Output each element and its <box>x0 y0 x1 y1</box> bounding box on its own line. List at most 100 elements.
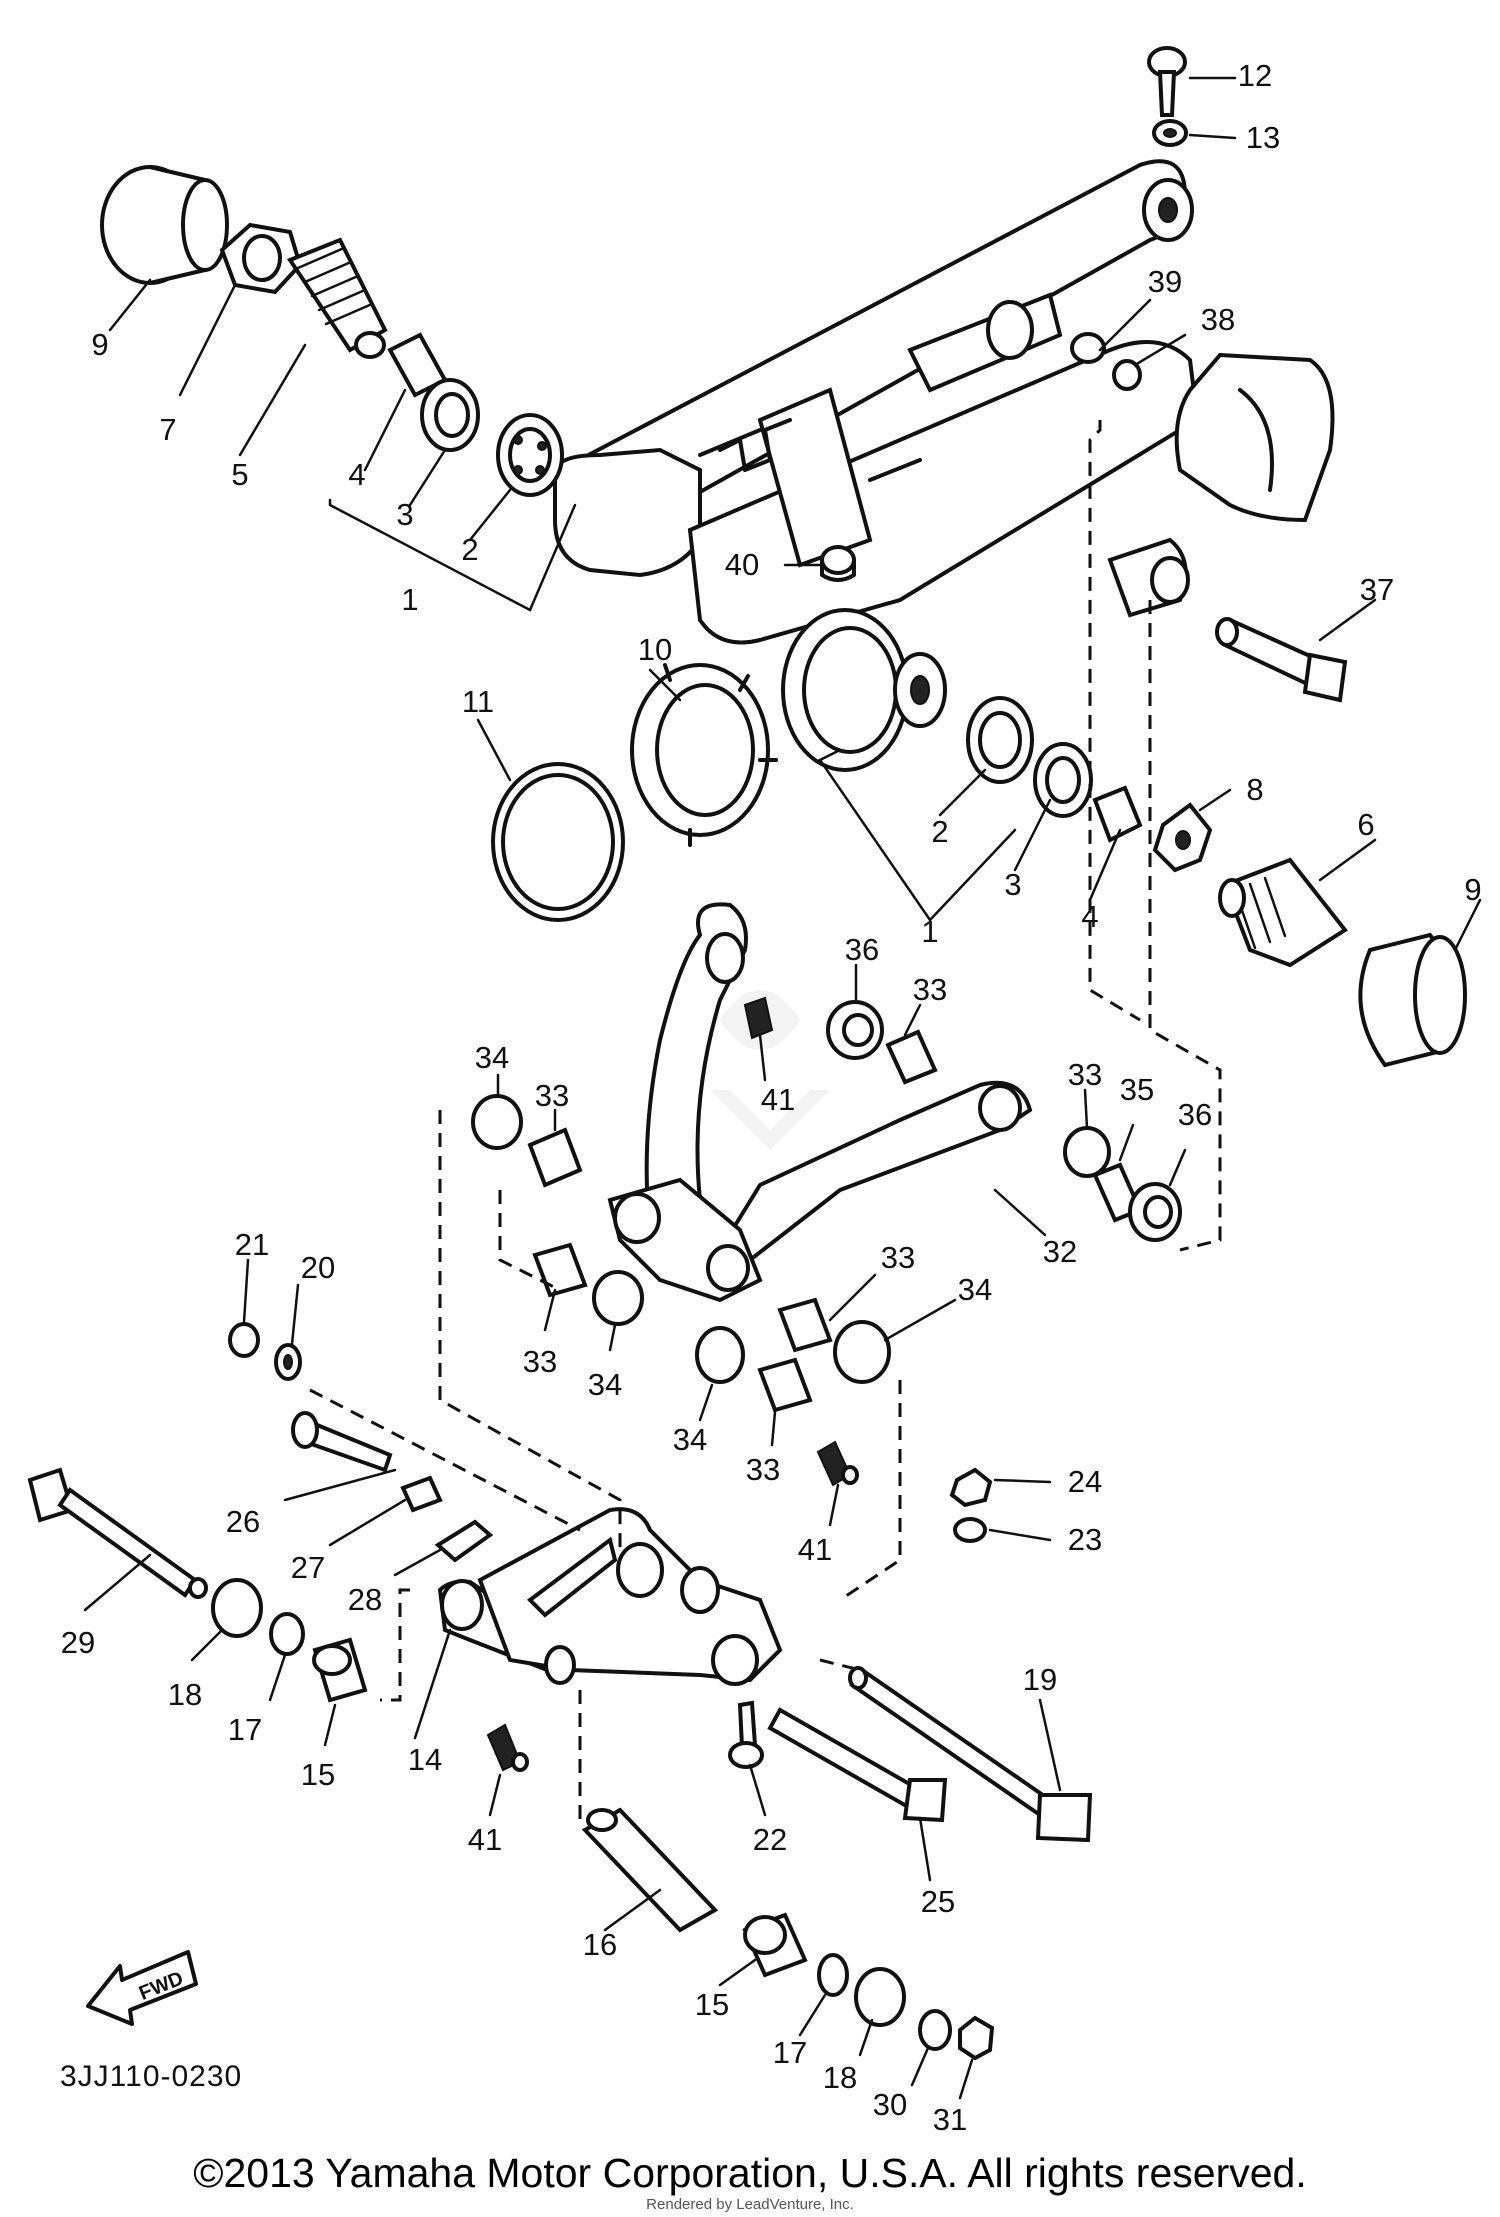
callout-18: 18 <box>168 1677 202 1712</box>
callout-24: 24 <box>1068 1464 1102 1499</box>
callout-34: 34 <box>588 1367 622 1402</box>
callout-34: 34 <box>958 1272 992 1307</box>
render-credit: Rendered by LeadVenture, Inc. <box>646 2196 854 2213</box>
callout-9: 9 <box>91 327 108 362</box>
bolt-25 <box>767 1707 948 1823</box>
bushing-36-right <box>1128 1182 1182 1242</box>
washer-23 <box>953 1517 987 1543</box>
collar-4-lower <box>1092 785 1143 843</box>
callout-3: 3 <box>396 497 413 532</box>
bolt-19 <box>848 1666 1093 1843</box>
callout-33: 33 <box>523 1344 557 1379</box>
callout-9: 9 <box>1464 872 1481 907</box>
callout-15: 15 <box>695 1987 729 2022</box>
nut-7 <box>219 222 303 295</box>
callout-27: 27 <box>291 1550 325 1585</box>
callout-37: 37 <box>1360 572 1394 607</box>
pivot-shaft-6 <box>1218 857 1348 968</box>
callout-4: 4 <box>1081 899 1098 934</box>
callout-35: 35 <box>1120 1072 1154 1107</box>
bearing-2-lower <box>966 696 1034 784</box>
callout-28: 28 <box>348 1582 382 1617</box>
assembly-guide-lines <box>309 420 1222 1820</box>
collar-33-upper <box>885 1029 938 1085</box>
collar-15-left <box>312 1637 368 1703</box>
collar-33-mid-left <box>532 1242 588 1298</box>
oil-seal-3-upper <box>420 378 480 452</box>
collar-33-right <box>1063 1126 1111 1178</box>
callout-13: 13 <box>1246 120 1280 155</box>
callout-11: 11 <box>462 684 494 719</box>
collar-33-lower <box>757 1357 813 1413</box>
cap-40 <box>820 545 856 582</box>
callout-33: 33 <box>881 1240 915 1275</box>
callout-21: 21 <box>235 1227 269 1262</box>
callout-16: 16 <box>583 1927 617 1962</box>
callout-17: 17 <box>228 1712 262 1747</box>
callout-2: 2 <box>461 532 478 567</box>
washer-38 <box>1112 359 1142 391</box>
callout-40: 40 <box>725 547 759 582</box>
oil-seal-3-lower <box>1033 742 1093 818</box>
callout-7: 7 <box>159 412 176 447</box>
washer-20 <box>274 1343 302 1381</box>
pin-16 <box>581 1807 719 1933</box>
bolt-37 <box>1215 617 1348 703</box>
oil-seal-34-right <box>833 1320 891 1384</box>
callout-33: 33 <box>746 1452 780 1487</box>
bearing-2-upper <box>496 413 564 497</box>
callout-33: 33 <box>1068 1057 1102 1092</box>
circlip-11 <box>491 762 625 922</box>
callout-19: 19 <box>1023 1662 1057 1697</box>
collar-33-mid-right <box>777 1297 833 1353</box>
callout-8: 8 <box>1246 772 1263 807</box>
callout-10: 10 <box>638 632 672 667</box>
grease-nipple-41-middle <box>816 1440 859 1487</box>
nut-24 <box>949 1467 993 1508</box>
washer-30 <box>918 2009 952 2051</box>
callout-33: 33 <box>535 1078 569 1113</box>
lock-washer-8 <box>1152 802 1213 873</box>
swing-arm <box>553 159 1335 772</box>
callout-4: 4 <box>348 457 365 492</box>
oil-seal-34-mid-left <box>592 1270 644 1326</box>
bolt-22 <box>728 1700 764 1769</box>
bolt-26 <box>291 1411 393 1473</box>
callout-36: 36 <box>845 932 879 967</box>
watermark-logo <box>710 990 830 1150</box>
callout-32: 32 <box>1043 1234 1077 1269</box>
oil-seal-34-left <box>471 1094 523 1150</box>
leader-lines <box>83 76 1482 2100</box>
callout-20: 20 <box>301 1250 335 1285</box>
collar-15-lower <box>742 1912 808 1978</box>
ring-nut-10 <box>630 663 778 847</box>
callout-34: 34 <box>475 1040 509 1075</box>
callout-5: 5 <box>231 457 248 492</box>
callout-15: 15 <box>301 1757 335 1792</box>
callout-33: 33 <box>913 972 947 1007</box>
washer-18-lower <box>854 1967 906 2027</box>
callout-18: 18 <box>823 2060 857 2095</box>
callout-23: 23 <box>1068 1522 1102 1557</box>
grease-nipple-41-upper <box>743 996 774 1040</box>
callout-12: 12 <box>1238 58 1272 93</box>
callout-2: 2 <box>931 814 948 849</box>
pivot-cap-9-left <box>100 165 229 285</box>
callout-38: 38 <box>1201 302 1235 337</box>
callout-31: 31 <box>933 2102 967 2137</box>
callout-1: 1 <box>921 914 938 949</box>
relay-arm-32 <box>607 902 1033 1303</box>
callout-41: 41 <box>468 1822 502 1857</box>
callout-39: 39 <box>1148 264 1182 299</box>
nut-39 <box>1070 332 1106 364</box>
callout-26: 26 <box>226 1504 260 1539</box>
bracket-27 <box>400 1475 443 1513</box>
pivot-cap-9-right <box>1358 932 1467 1068</box>
callout-41: 41 <box>761 1082 795 1117</box>
callout-22: 22 <box>753 1822 787 1857</box>
grease-nipple-41-lower <box>486 1723 529 1772</box>
callout-1: 1 <box>401 582 418 617</box>
washer-17-lower <box>817 1953 849 1997</box>
